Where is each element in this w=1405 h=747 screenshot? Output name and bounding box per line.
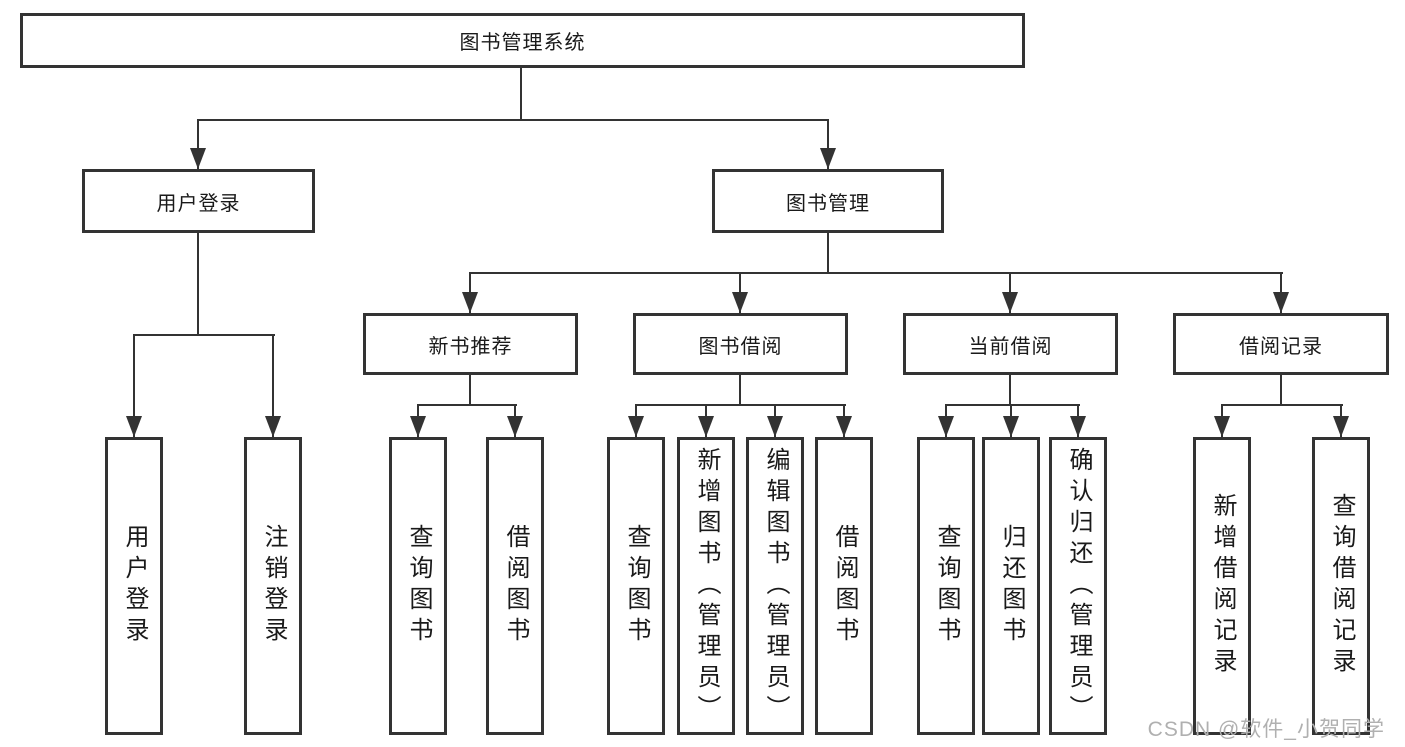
connector-line [1221, 404, 1343, 406]
leaf-node-confirm-return-admin: 确认归还（管理员） [1049, 437, 1107, 735]
leaf-node-borrow-books-1: 借阅图书 [486, 437, 544, 735]
connector-line [827, 120, 829, 169]
connector-line [133, 335, 135, 437]
leaf-node-query-books-1: 查询图书 [389, 437, 447, 735]
branch-node-book-management: 图书管理 [712, 169, 944, 233]
arrowhead [836, 416, 852, 437]
group-node-borrow-records: 借阅记录 [1173, 313, 1389, 375]
arrowhead [507, 416, 523, 437]
connector-line [197, 232, 199, 336]
leaf-node-query-borrow-record: 查询借阅记录 [1312, 437, 1370, 735]
leaf-node-add-books-admin: 新增图书（管理员） [677, 437, 735, 735]
arrowhead [265, 416, 281, 437]
connector-line [739, 375, 741, 406]
leaf-node-return-books: 归还图书 [982, 437, 1040, 735]
arrowhead [1003, 416, 1019, 437]
leaf-node-query-books-2: 查询图书 [607, 437, 665, 735]
connector-line [827, 232, 829, 274]
arrowhead [126, 416, 142, 437]
connector-line [635, 404, 846, 406]
arrowhead [628, 416, 644, 437]
branch-node-user-login: 用户登录 [82, 169, 315, 233]
connector-line [197, 119, 829, 121]
leaf-node-edit-books-admin: 编辑图书（管理员） [746, 437, 804, 735]
root-node-library-system: 图书管理系统 [20, 13, 1025, 68]
arrowhead [410, 416, 426, 437]
leaf-node-query-books-3: 查询图书 [917, 437, 975, 735]
connector-line [945, 404, 1080, 406]
arrowhead [820, 148, 836, 169]
connector-line [1280, 375, 1282, 406]
arrowhead [190, 148, 206, 169]
connector-line [133, 334, 275, 336]
group-node-current-borrow: 当前借阅 [903, 313, 1118, 375]
arrowhead [698, 416, 714, 437]
arrowhead [1273, 292, 1289, 313]
arrowhead [767, 416, 783, 437]
arrowhead [1002, 292, 1018, 313]
arrowhead [938, 416, 954, 437]
csdn-watermark: CSDN @软件_小贺同学 [1147, 718, 1385, 741]
arrowhead [732, 292, 748, 313]
leaf-node-add-borrow-record: 新增借阅记录 [1193, 437, 1251, 735]
connector-line [272, 335, 274, 437]
arrowhead [462, 292, 478, 313]
leaf-node-user-login: 用户登录 [105, 437, 163, 735]
arrowhead [1070, 416, 1086, 437]
connector-line [520, 68, 522, 121]
arrowhead [1214, 416, 1230, 437]
group-node-book-borrow: 图书借阅 [633, 313, 848, 375]
leaf-node-borrow-books-2: 借阅图书 [815, 437, 873, 735]
group-node-new-book-recommend: 新书推荐 [363, 313, 578, 375]
connector-line [469, 272, 1283, 274]
arrowhead [1333, 416, 1349, 437]
connector-line [197, 120, 199, 169]
connector-line [469, 375, 471, 406]
connector-line [417, 404, 517, 406]
leaf-node-logout: 注销登录 [244, 437, 302, 735]
connector-line [1009, 375, 1011, 406]
